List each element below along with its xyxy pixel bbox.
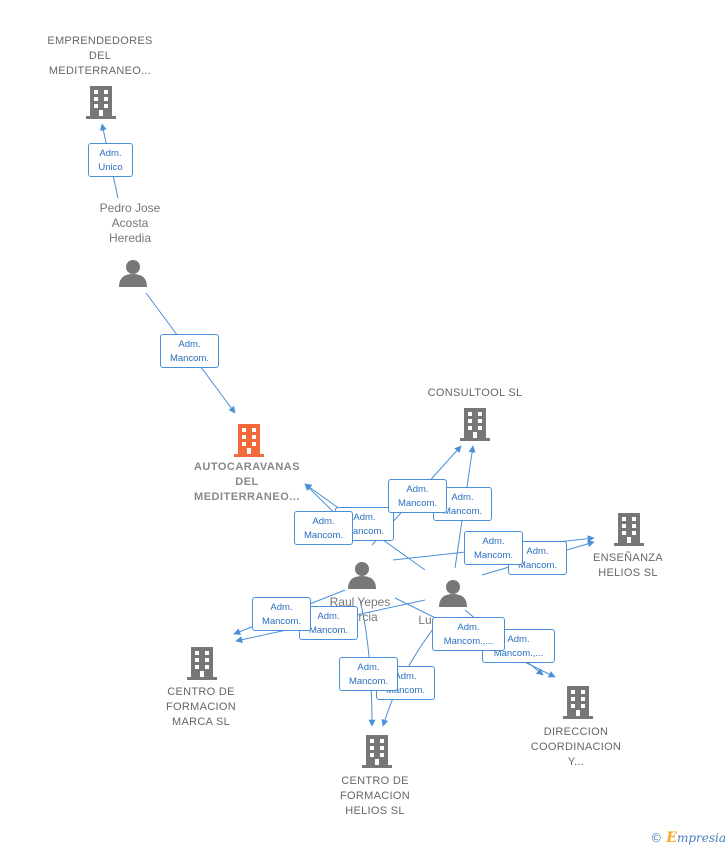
person-icon[interactable]: [438, 578, 468, 608]
node-label-consultool[interactable]: CONSULTOOL SL: [427, 387, 523, 399]
building-icon[interactable]: [361, 733, 393, 769]
edge-label[interactable]: Adm. Mancom.: [388, 479, 447, 513]
building-icon[interactable]: [85, 84, 117, 120]
node-label-centro-marca[interactable]: CENTRO DE FORMACION MARCA SL: [166, 686, 236, 728]
node-label-direccion[interactable]: DIRECCION COORDINACION Y...: [530, 726, 622, 768]
edge-label[interactable]: Adm. Unico: [88, 143, 133, 177]
copyright-icon: ©: [650, 831, 663, 845]
brand-logo-initial: E: [666, 830, 677, 846]
person-icon[interactable]: [347, 560, 377, 590]
building-icon[interactable]: [562, 684, 594, 720]
brand-footer: ©Empresia: [650, 830, 726, 846]
edge-line: [359, 599, 376, 727]
building-icon[interactable]: [459, 406, 491, 442]
edge-label[interactable]: Adm. Mancom.: [252, 597, 311, 631]
building-icon[interactable]: [613, 511, 645, 547]
node-label-ensenanza[interactable]: ENSEÑANZA HELIOS SL: [593, 552, 663, 579]
building-icon[interactable]: [186, 645, 218, 681]
edge-label[interactable]: Adm. Mancom.: [464, 531, 523, 565]
edge-label[interactable]: Adm. Mancom.,...: [432, 617, 505, 651]
person-icon[interactable]: [118, 258, 148, 288]
building-main-icon[interactable]: [233, 422, 265, 458]
node-label-emprendedores[interactable]: EMPRENDEDORES DEL MEDITERRANEO...: [47, 35, 153, 77]
edge-label[interactable]: Adm. Mancom.: [160, 334, 219, 368]
edge-label[interactable]: Adm. Mancom.: [339, 657, 398, 691]
brand-logo-text: mpresia: [676, 831, 726, 845]
node-label-centro-helios[interactable]: CENTRO DE FORMACION HELIOS SL: [340, 775, 410, 817]
node-label-autocaravanas[interactable]: AUTOCARAVANAS DEL MEDITERRANEO...: [193, 461, 301, 503]
edge-label[interactable]: Adm. Mancom.: [294, 511, 353, 545]
node-label-pedro[interactable]: Pedro Jose Acosta Heredia: [99, 201, 161, 245]
